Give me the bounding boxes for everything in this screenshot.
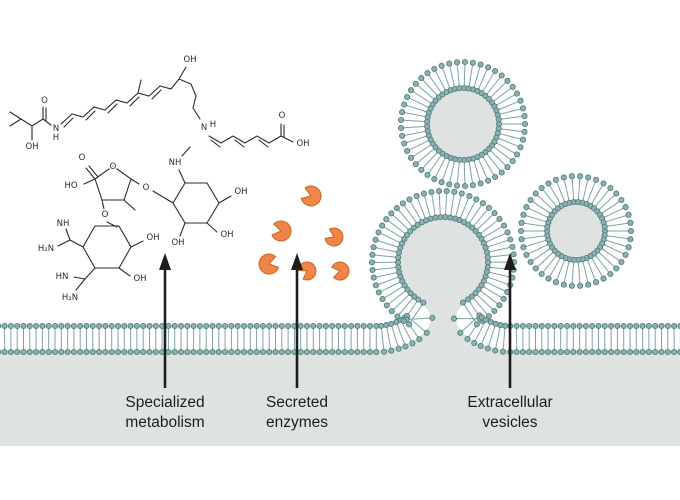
enzyme-icon bbox=[331, 261, 350, 281]
atom-label: O bbox=[79, 153, 86, 163]
atom-label: OH bbox=[25, 142, 38, 152]
caption-line: enzymes bbox=[265, 414, 329, 431]
atom-label: O bbox=[41, 96, 48, 106]
extracellular-vesicles bbox=[398, 58, 635, 289]
double-bond-ticks bbox=[63, 89, 269, 148]
atom-label: OH bbox=[183, 55, 196, 65]
atom-label: H bbox=[53, 133, 59, 143]
atom-label: N bbox=[201, 123, 207, 133]
atom-label: O bbox=[143, 183, 150, 193]
enzyme-icon bbox=[324, 227, 344, 247]
up-arrow-icon bbox=[504, 253, 516, 388]
atom-label: O bbox=[102, 210, 109, 220]
atom-label: H bbox=[210, 120, 216, 130]
caption-specialized-metabolism: Specialized metabolism bbox=[90, 393, 240, 433]
atom-label: H₂N bbox=[62, 293, 78, 303]
atom-label: OH bbox=[296, 139, 309, 149]
plasma-membrane-bilayer bbox=[0, 188, 680, 356]
annotation-arrows bbox=[159, 253, 516, 388]
atom-label: NH bbox=[57, 219, 70, 229]
caption-line: Extracellular bbox=[467, 394, 553, 411]
up-arrow-icon bbox=[291, 253, 303, 388]
enzyme-icon bbox=[258, 253, 279, 275]
atom-label: HN bbox=[56, 272, 69, 282]
enzyme-icon bbox=[300, 185, 322, 207]
atom-label: NH bbox=[169, 158, 182, 168]
caption-line: Secreted bbox=[265, 394, 329, 411]
caption-secreted-enzymes: Secreted enzymes bbox=[222, 393, 372, 433]
atom-label: OH bbox=[234, 187, 247, 197]
atom-label: HO bbox=[64, 181, 77, 191]
vesicle bbox=[517, 173, 635, 289]
atom-label: OH bbox=[220, 230, 233, 240]
atom-label: OH bbox=[171, 238, 184, 248]
caption-line: metabolism bbox=[125, 414, 205, 431]
caption-extracellular-vesicles: Extracellular vesicles bbox=[435, 393, 585, 433]
caption-line: Specialized bbox=[125, 394, 205, 411]
atom-label: OH bbox=[146, 233, 159, 243]
atom-label: OH bbox=[133, 274, 146, 284]
caption-line: vesicles bbox=[482, 414, 538, 431]
atom-label: N bbox=[53, 124, 59, 134]
atom-label: H₂N bbox=[38, 244, 54, 254]
up-arrow-icon bbox=[159, 253, 171, 388]
aminoglycoside-skeleton bbox=[57, 146, 232, 291]
vesicle bbox=[398, 58, 529, 190]
atom-label: O bbox=[279, 111, 286, 121]
polyketide-skeleton bbox=[9, 66, 294, 144]
atom-label: O bbox=[110, 162, 117, 172]
secreted-enzymes-cluster bbox=[258, 185, 350, 281]
enzyme-icon bbox=[271, 220, 292, 242]
